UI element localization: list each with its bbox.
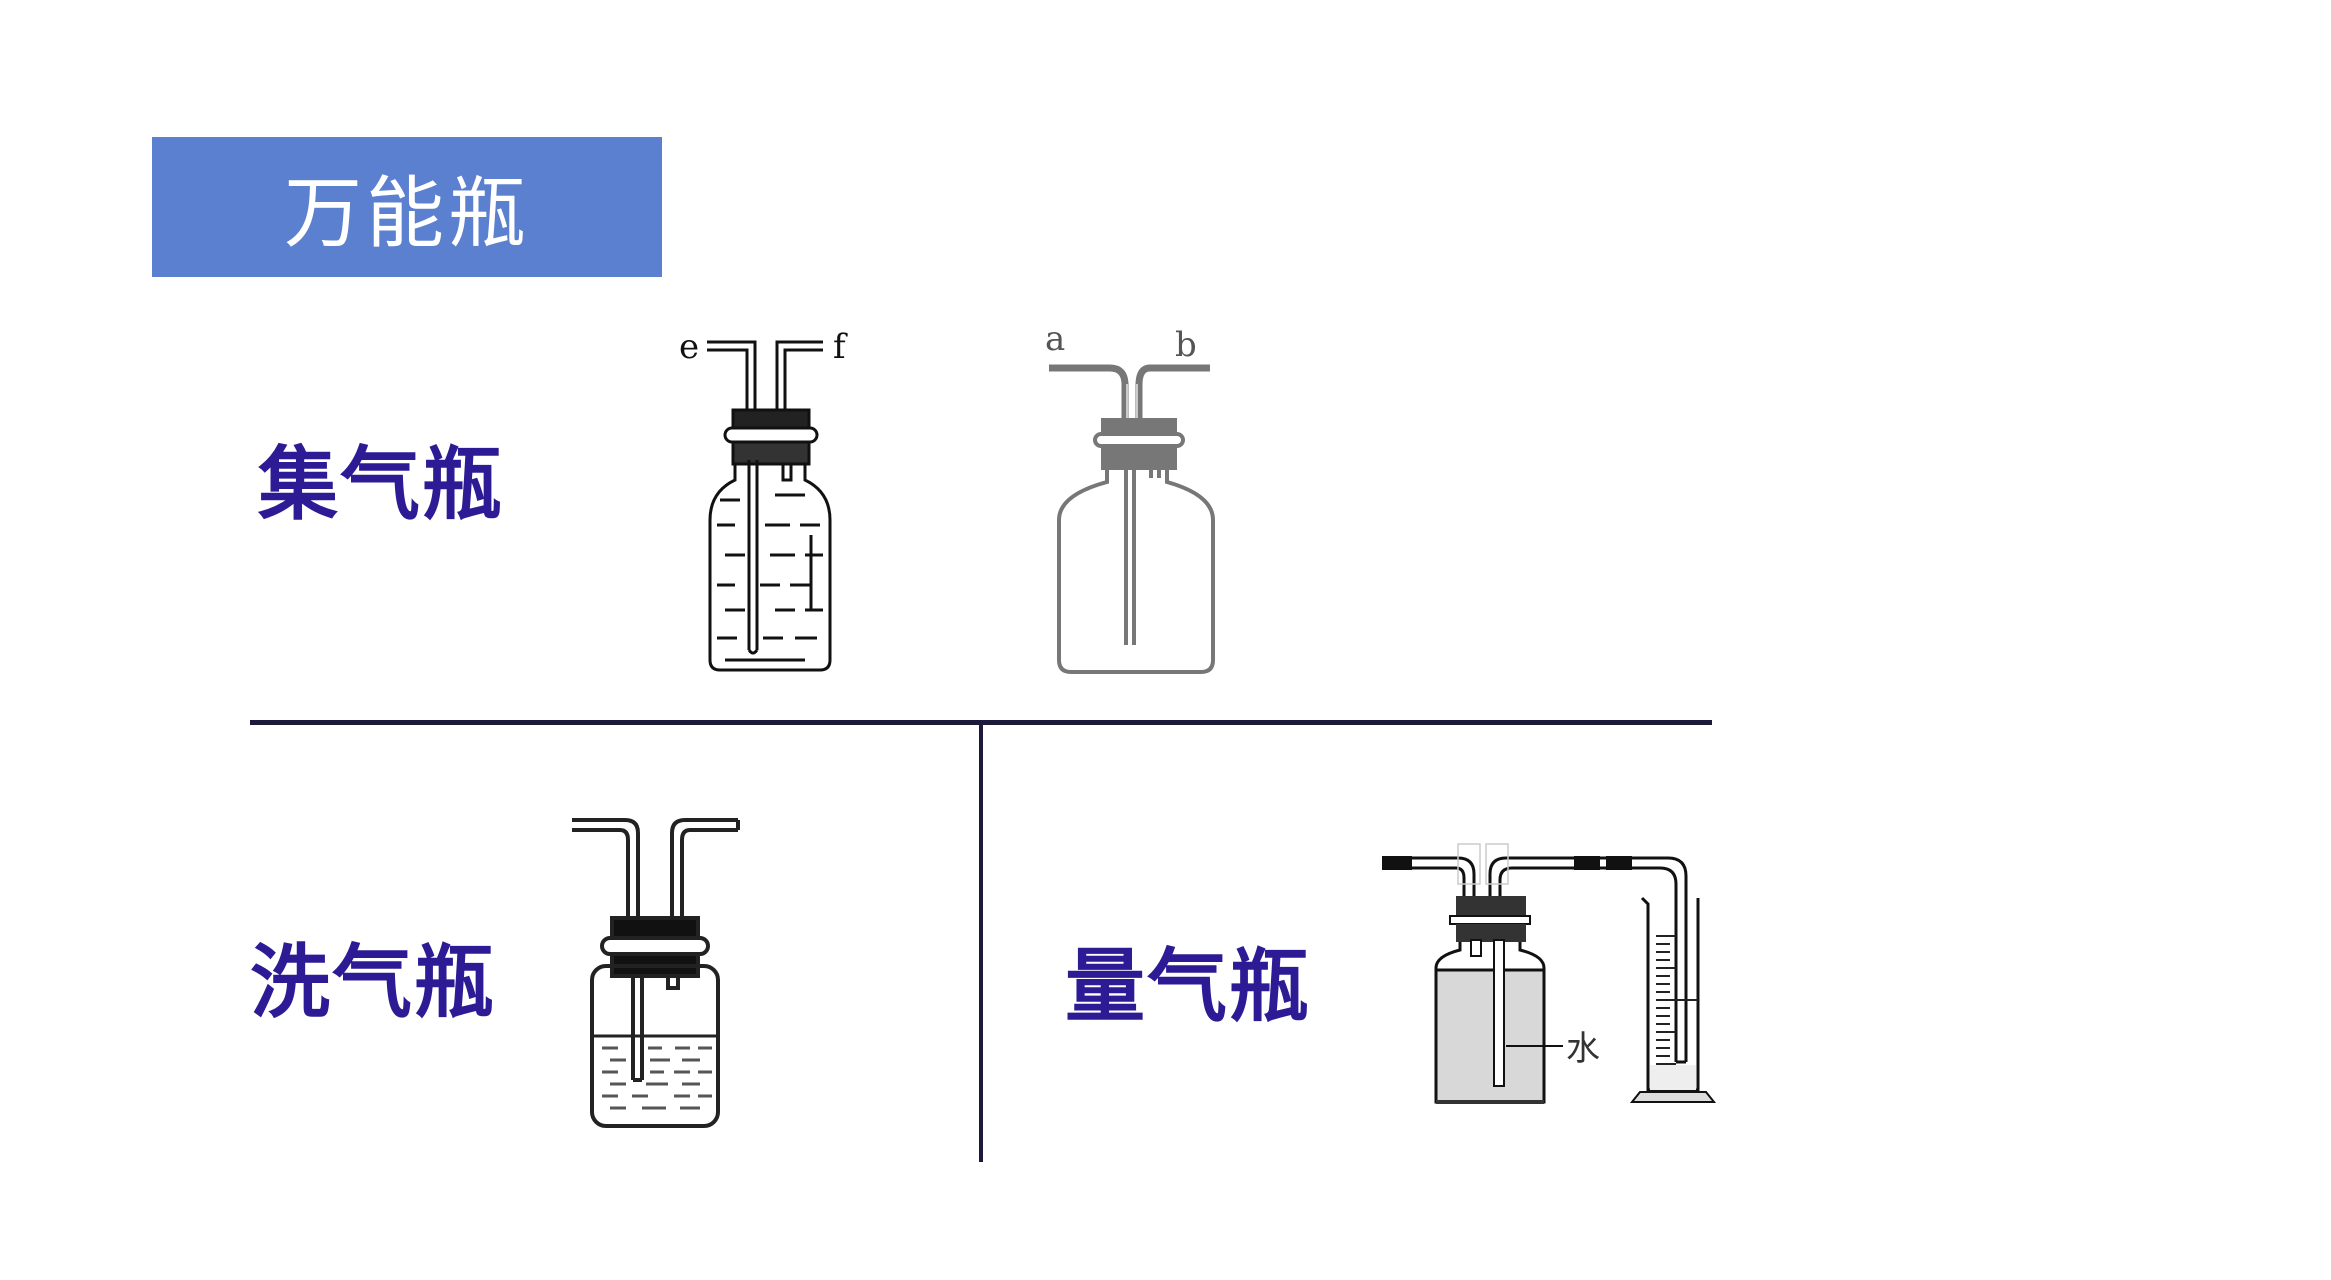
- port-label-e: e: [679, 327, 699, 367]
- port-label-b: b: [1175, 325, 1197, 365]
- water-annotation: 水: [1566, 1029, 1600, 1069]
- port-label-f: f: [833, 327, 848, 367]
- gas-collecting-bottle-empty-figure: a b: [1035, 310, 1295, 680]
- gas-collecting-bottle-empty-icon: a b: [1045, 319, 1215, 674]
- section-label-gas-washing: 洗气瓶: [250, 936, 496, 1029]
- gas-measuring-setup-figure: 水: [1378, 840, 1728, 1110]
- section-label-gas-collecting: 集气瓶: [258, 438, 504, 531]
- gas-measuring-setup-icon: 水: [1382, 843, 1717, 1104]
- section-label-gas-measuring: 量气瓶: [1065, 940, 1311, 1033]
- gas-collecting-bottle-water-figure: e f: [665, 320, 875, 680]
- port-label-a: a: [1045, 319, 1065, 359]
- slide-title-banner: 万能瓶: [152, 137, 662, 277]
- gas-collecting-bottle-water-icon: e f: [679, 327, 848, 672]
- gas-washing-bottle-figure: [570, 808, 750, 1128]
- slide-title: 万能瓶: [283, 169, 530, 259]
- gas-washing-bottle-icon: [572, 818, 740, 1128]
- vertical-divider: [979, 722, 983, 1162]
